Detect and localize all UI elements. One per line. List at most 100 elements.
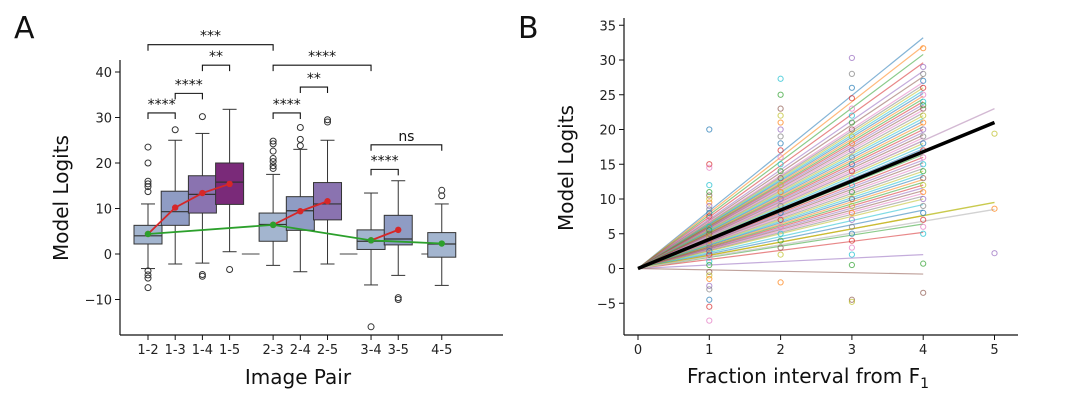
y-tick-label-a: 40 xyxy=(95,66,112,81)
significance-label: *** xyxy=(200,29,221,45)
x-axis-label-b-subscript: 1 xyxy=(920,376,929,392)
outlier-point xyxy=(394,296,402,303)
scatter-point xyxy=(706,296,713,303)
scatter-point xyxy=(848,230,856,237)
fit-line xyxy=(637,70,924,269)
x-tick-label-a: 4-5 xyxy=(431,343,452,358)
scatter-point xyxy=(777,133,784,140)
outlier-point xyxy=(144,159,152,167)
mean-trend-line xyxy=(147,183,230,235)
scatter-point xyxy=(920,84,927,91)
scatter-point xyxy=(848,147,856,154)
mean-trend-line xyxy=(147,223,442,245)
outlier-point xyxy=(269,137,277,145)
x-tick-label-b: 4 xyxy=(919,343,927,358)
x-axis-label-b: Fraction interval from F1 xyxy=(687,364,929,392)
scatter-point xyxy=(920,140,927,147)
scatter-point xyxy=(848,244,856,251)
x-tick-label-b: 1 xyxy=(705,343,713,358)
scatter-point xyxy=(848,161,856,168)
mean-marker xyxy=(199,189,206,197)
x-tick-label-a: 3-4 xyxy=(360,343,381,358)
scatter-point xyxy=(991,130,998,137)
scatter-point xyxy=(706,261,713,269)
fit-line xyxy=(637,254,924,270)
boxplot-1-2 xyxy=(133,143,163,292)
y-tick-label-a: 30 xyxy=(95,112,112,127)
scatter-point xyxy=(848,154,856,161)
scatter-point xyxy=(920,188,927,196)
scatter-point xyxy=(706,275,713,283)
significance-label: ** xyxy=(209,49,223,65)
boxplot-2-4 xyxy=(285,124,315,273)
mean-marker xyxy=(269,221,277,229)
scatter-point xyxy=(920,77,927,84)
y-tick-label-a: 0 xyxy=(104,248,112,263)
scatter-point xyxy=(848,216,856,223)
scatter-point xyxy=(848,112,856,119)
scatter-point xyxy=(848,95,856,102)
fit-line-extended xyxy=(637,108,995,270)
y-tick-label-a: −10 xyxy=(85,294,112,309)
panel-a-label: A xyxy=(14,11,35,46)
boxplot-1-4 xyxy=(187,113,217,280)
scatter-point xyxy=(777,175,784,182)
scatter-point xyxy=(920,45,927,52)
y-tick-label-b: 35 xyxy=(599,19,616,34)
boxplot-2-3 xyxy=(258,137,288,266)
scatter-point xyxy=(920,195,927,203)
mean-marker xyxy=(226,180,233,188)
scatter-point xyxy=(920,91,927,98)
mean-fit xyxy=(637,120,996,271)
boxplot-4-5 xyxy=(427,186,457,286)
significance-bracket xyxy=(174,92,203,100)
outlier-point xyxy=(296,135,304,143)
x-tick-label-a: 1-5 xyxy=(219,343,240,358)
scatter-point xyxy=(706,286,713,293)
scatter-point xyxy=(848,119,856,126)
scatter-point xyxy=(777,188,784,196)
y-tick-label-b: 10 xyxy=(599,193,616,208)
scatter-point xyxy=(920,223,927,230)
scatter-point xyxy=(848,261,856,269)
significance-label: **** xyxy=(148,97,176,113)
significance-bracket xyxy=(272,112,301,119)
scatter-point xyxy=(848,126,856,133)
outlier-point xyxy=(269,158,277,166)
scatter-point xyxy=(920,209,927,216)
x-tick-label-a: 1-3 xyxy=(165,343,186,358)
outlier-point xyxy=(296,124,304,132)
outlier-point xyxy=(144,177,152,185)
scatter-point xyxy=(777,182,784,189)
scatter-point xyxy=(706,248,713,255)
scatter-point xyxy=(777,279,784,286)
x-axis-label-a: Image Pair xyxy=(245,365,352,389)
scatter-point xyxy=(777,223,784,230)
mean-marker xyxy=(438,240,445,247)
mean-fit-line xyxy=(637,120,996,271)
scatter-point xyxy=(706,164,713,171)
scatter-point xyxy=(920,161,927,168)
boxplot-2-5 xyxy=(313,116,343,265)
mean-trend-line xyxy=(370,229,399,242)
scatter-point xyxy=(920,202,927,210)
outlier-point xyxy=(144,271,152,279)
y-tick-label-b: 30 xyxy=(599,54,616,69)
scatter-point xyxy=(777,161,784,168)
scatter-point xyxy=(920,98,927,105)
scatter-point xyxy=(848,202,856,210)
outlier-point xyxy=(438,192,446,200)
scatter-point xyxy=(777,126,784,133)
outlier-point xyxy=(324,118,332,126)
y-tick-label-b: −5 xyxy=(597,297,616,312)
scatter-point xyxy=(706,161,713,168)
scatter-point xyxy=(706,241,713,248)
boxplot-3-4 xyxy=(356,192,386,331)
scatter-point xyxy=(706,213,713,220)
scatter-point xyxy=(777,75,784,82)
